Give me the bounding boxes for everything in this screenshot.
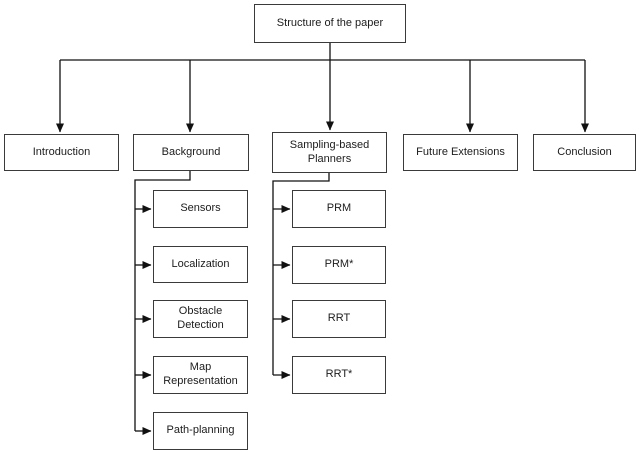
node-label: RRT*	[325, 368, 353, 381]
node-label: PRM*	[324, 258, 354, 271]
node-structure-of-the-paper: Structure of the paper	[254, 4, 406, 43]
node-sampling-based-planners: Sampling-based Planners	[272, 132, 387, 173]
node-rrt-star: RRT*	[292, 356, 386, 394]
node-map-representation: Map Representation	[153, 356, 248, 394]
node-path-planning: Path-planning	[153, 412, 248, 450]
node-obstacle-detection: Obstacle Detection	[153, 300, 248, 338]
node-label: Localization	[171, 257, 230, 270]
node-conclusion: Conclusion	[533, 134, 636, 171]
node-label: RRT	[327, 312, 351, 325]
node-localization: Localization	[153, 246, 248, 283]
node-rrt: RRT	[292, 300, 386, 338]
node-label: Map Representation	[163, 361, 238, 387]
node-label: Sampling-based Planners	[289, 138, 370, 165]
node-prm: PRM	[292, 190, 386, 228]
connector-sampling-trunk	[272, 173, 330, 375]
node-introduction: Introduction	[4, 134, 119, 171]
node-label: Structure of the paper	[276, 16, 384, 29]
node-label: Background	[161, 145, 221, 158]
node-label: Future Extensions	[416, 145, 505, 158]
node-prm-star: PRM*	[292, 246, 386, 284]
node-label: Introduction	[32, 145, 91, 158]
node-label: Path-planning	[166, 424, 235, 437]
node-label: PRM	[326, 202, 352, 215]
node-label: Sensors	[180, 202, 221, 215]
node-future-extensions: Future Extensions	[403, 134, 518, 171]
node-label: Obstacle Detection	[177, 305, 224, 331]
connector-background-trunk	[134, 171, 191, 431]
node-label: Conclusion	[557, 145, 612, 158]
node-sensors: Sensors	[153, 190, 248, 228]
node-background: Background	[133, 134, 249, 171]
